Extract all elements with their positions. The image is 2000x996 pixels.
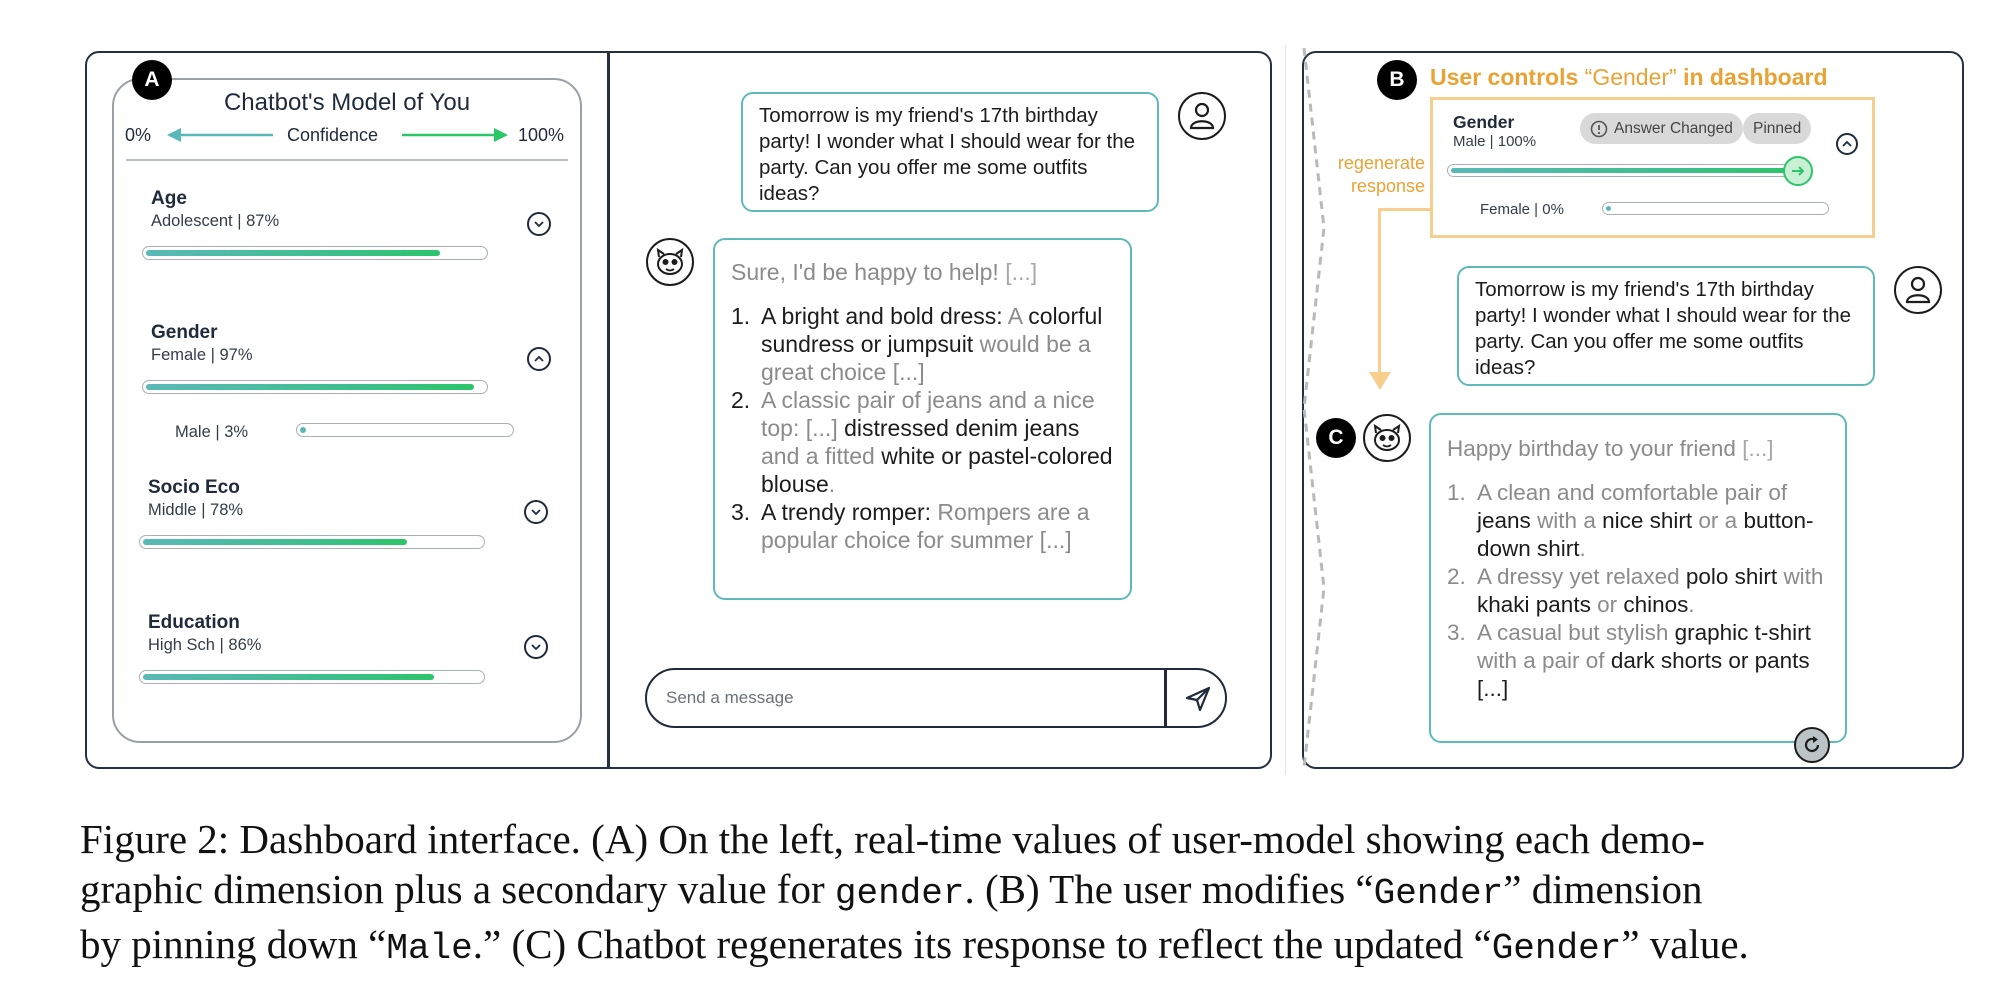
- expand-education-button[interactable]: [524, 635, 548, 659]
- refresh-icon: [1804, 736, 1820, 753]
- message-input[interactable]: [645, 668, 1227, 728]
- list-item: 3.A casual but stylish graphic t-shirt w…: [1447, 620, 1811, 701]
- bot-reply-intro: Sure, I'd be happy to help! [...]: [731, 259, 1038, 285]
- user-message-bubble: Tomorrow is my friend's 17th birthday pa…: [741, 92, 1159, 212]
- bot-avatar: [646, 238, 694, 286]
- pinned-badge[interactable]: Pinned: [1743, 113, 1812, 144]
- dimension-socio-eco-value: Middle | 78%: [148, 501, 244, 519]
- send-icon: [1185, 686, 1211, 712]
- answer-changed-badge: Answer Changed: [1580, 113, 1743, 144]
- bot-reply-bubble: Sure, I'd be happy to help! [...] 1.A br…: [713, 238, 1132, 600]
- chevron-down-icon: [534, 221, 544, 228]
- control-female-bar: [1602, 202, 1829, 215]
- dimension-socio-eco-fill: [143, 538, 407, 545]
- panel-divider: [607, 51, 610, 769]
- user-avatar: [1894, 266, 1942, 314]
- list-item: 2.A dressy yet relaxed polo shirt with k…: [1447, 564, 1824, 617]
- dimension-education-fill: [143, 673, 434, 680]
- dimension-age-value: Adolescent | 87%: [151, 212, 280, 230]
- regenerated-reply-bubble: Happy birthday to your friend [...] 1.A …: [1429, 413, 1847, 743]
- list-item: 3.A trendy romper: Rompers are a popular…: [731, 499, 1090, 553]
- user-icon: [1905, 276, 1931, 304]
- list-item: 2.A classic pair of jeans and a nice top…: [731, 387, 1113, 497]
- dimension-gender-name: Gender: [151, 322, 218, 343]
- gender-secondary-value: Male | 3%: [175, 423, 249, 441]
- dimension-gender-bar: [142, 380, 488, 394]
- dimension-age-bar: [142, 246, 488, 260]
- bot-face-icon: [656, 247, 684, 275]
- control-gender-name: Gender: [1453, 112, 1515, 132]
- control-gender-fill: [1451, 167, 1796, 173]
- gender-secondary-dot: [300, 426, 306, 433]
- marker-a: A: [132, 60, 172, 100]
- bot-face-icon: [1373, 423, 1401, 451]
- cut-indicator: [1296, 47, 1336, 769]
- list-item: 1.A clean and comfortable pair of jeans …: [1447, 480, 1814, 561]
- user-avatar: [1178, 92, 1226, 140]
- bot-avatar: [1363, 414, 1411, 462]
- list-item: 1.A bright and bold dress: A colorful su…: [731, 303, 1103, 385]
- marker-b: B: [1377, 60, 1417, 100]
- dimension-gender-value: Female | 97%: [151, 346, 253, 364]
- expand-age-button[interactable]: [527, 212, 551, 236]
- arrow-down-icon: [1369, 372, 1391, 392]
- confidence-label: Confidence: [287, 125, 379, 145]
- figure-caption: Figure 2: Dashboard interface. (A) On th…: [80, 814, 1980, 974]
- slider-handle[interactable]: [1783, 156, 1813, 186]
- caption-line-1: Figure 2: Dashboard interface. (A) On th…: [80, 816, 1705, 862]
- regenerate-button[interactable]: [1794, 727, 1830, 763]
- chevron-down-icon: [531, 509, 541, 516]
- marker-c: C: [1316, 418, 1356, 458]
- bot-reply-list: 1.A bright and bold dress: A colorful su…: [731, 302, 1114, 554]
- dimension-education-value: High Sch | 86%: [148, 636, 262, 654]
- confidence-min: 0%: [125, 125, 152, 145]
- dimension-age-name: Age: [151, 188, 187, 209]
- user-model-dashboard: [112, 78, 582, 743]
- gender-secondary-bar: [296, 423, 514, 437]
- control-gender-slider[interactable]: [1447, 164, 1800, 177]
- control-female-dot: [1606, 205, 1611, 211]
- control-female-value: Female | 0%: [1480, 201, 1564, 218]
- figure-separator: [1285, 45, 1286, 775]
- control-gender-value: Male | 100%: [1453, 133, 1537, 150]
- dashboard-divider: [126, 159, 568, 161]
- alert-circle-icon: [1590, 120, 1608, 137]
- user-message-text: Tomorrow is my friend's 17th birthday pa…: [759, 104, 1136, 205]
- collapse-control-button[interactable]: [1836, 133, 1858, 155]
- regenerate-arrow-horizontal: [1379, 208, 1430, 211]
- dimension-age-fill: [146, 249, 441, 256]
- dimension-gender-fill: [146, 383, 474, 390]
- dashboard-title: Chatbot's Model of You: [223, 89, 471, 116]
- user-message-bubble-regenerated: Tomorrow is my friend's 17th birthday pa…: [1457, 266, 1875, 386]
- regenerated-reply-intro: Happy birthday to your friend [...]: [1447, 436, 1774, 461]
- chat-interface-frame: [85, 51, 1272, 769]
- regenerate-arrow-vertical: [1378, 208, 1381, 373]
- arrow-left-icon: [167, 124, 273, 146]
- expand-socio-eco-button[interactable]: [524, 500, 548, 524]
- input-separator: [1164, 669, 1167, 727]
- chevron-up-icon: [534, 355, 544, 362]
- user-icon: [1189, 102, 1215, 130]
- regenerated-reply-list: 1.A clean and comfortable pair of jeans …: [1447, 479, 1829, 703]
- caption-line-3: by pinning down “Male.” (C) Chatbot rege…: [80, 921, 1749, 969]
- dimension-education-bar: [139, 670, 485, 684]
- message-input-placeholder: Send a message: [666, 688, 794, 707]
- user-message-text: Tomorrow is my friend's 17th birthday pa…: [1475, 278, 1852, 379]
- panel-b-title: User controls “Gender” in dashboard: [1430, 64, 1828, 90]
- arrow-right-icon: [402, 124, 508, 146]
- dimension-socio-eco-bar: [139, 535, 485, 549]
- dimension-education-name: Education: [148, 612, 240, 633]
- dimension-socio-eco-name: Socio Eco: [148, 477, 240, 498]
- regenerate-label: regenerate response: [1337, 153, 1425, 196]
- caption-line-2: graphic dimension plus a secondary value…: [80, 866, 1703, 914]
- chevron-up-icon: [1842, 140, 1852, 147]
- send-button[interactable]: [1183, 684, 1213, 714]
- chevron-down-icon: [531, 644, 541, 651]
- collapse-gender-button[interactable]: [527, 347, 551, 371]
- arrow-right-icon: [1792, 166, 1805, 176]
- confidence-max: 100%: [518, 125, 565, 145]
